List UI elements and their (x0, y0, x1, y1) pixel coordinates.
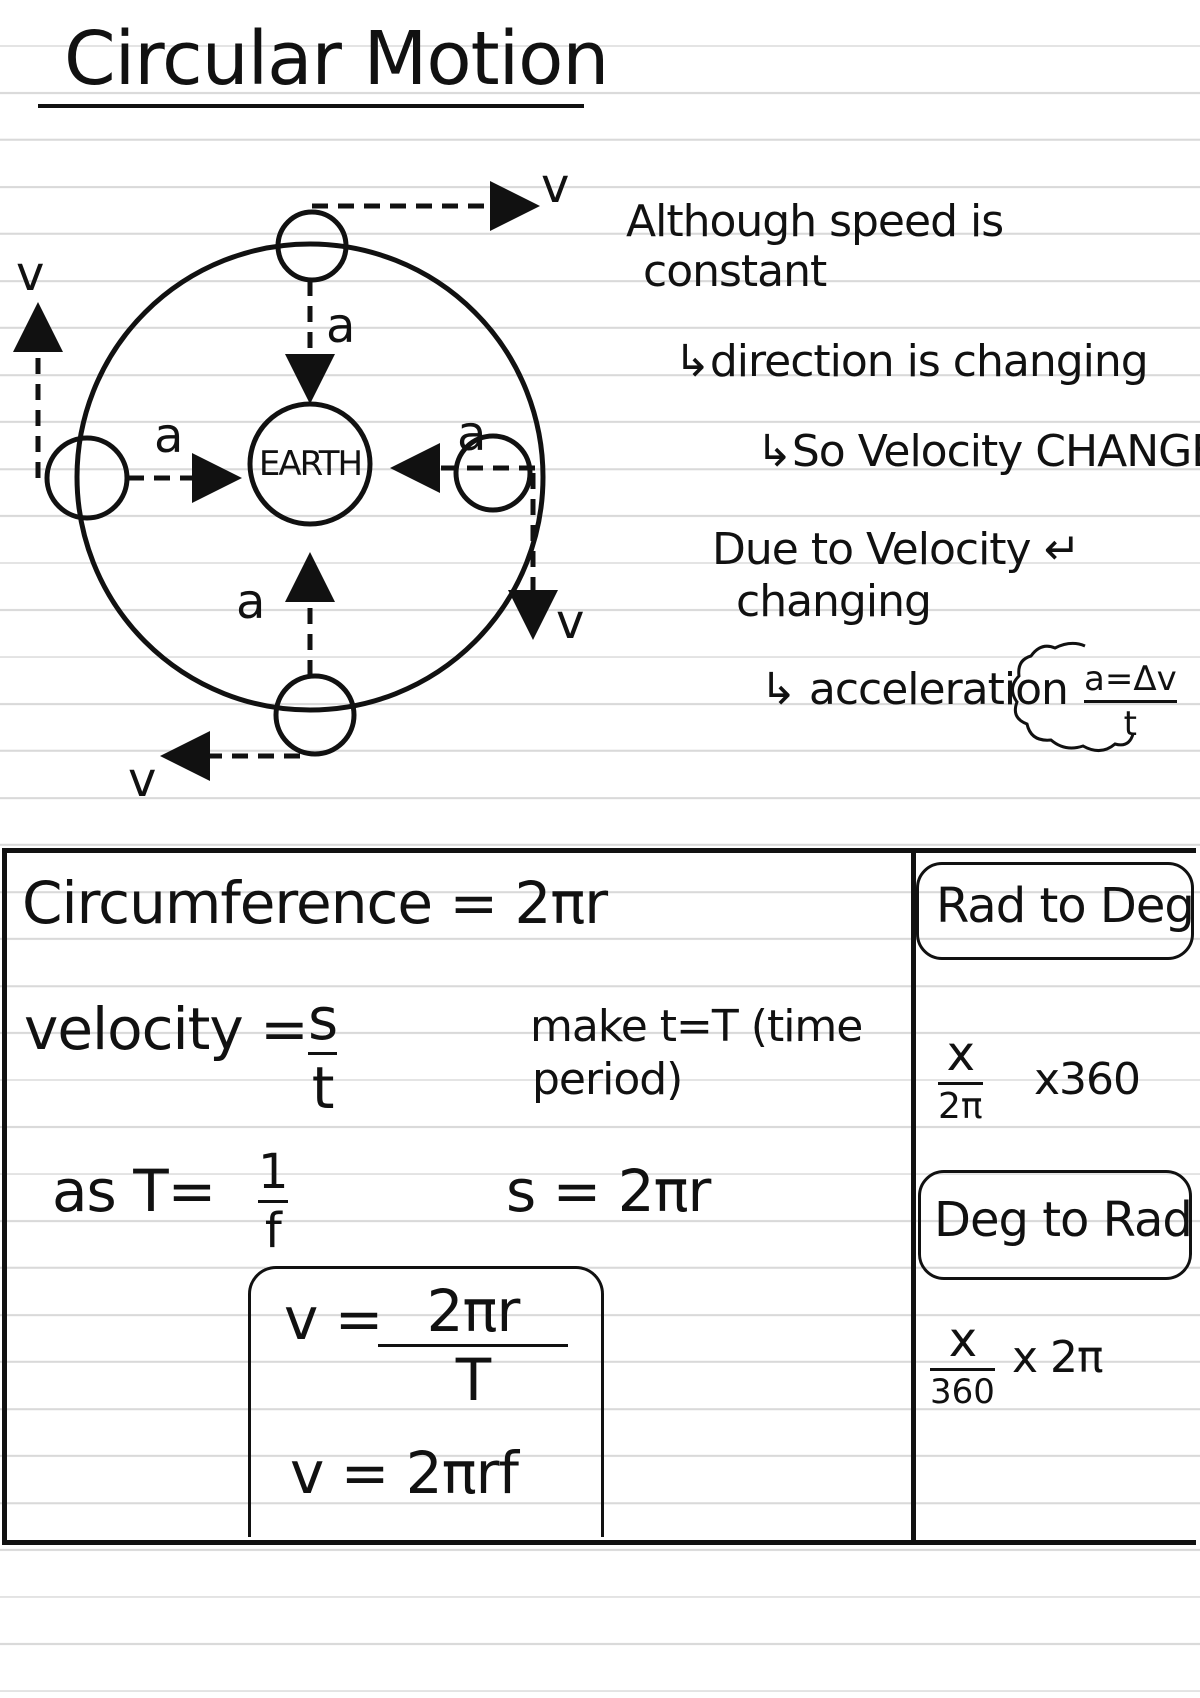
velocity-label-bottom: v (128, 752, 156, 808)
period-note: make t=T (time (530, 1001, 863, 1052)
page-title: Circular Motion (64, 16, 609, 102)
earth-circle (247, 401, 373, 527)
velocity-formula-prefix: velocity = (24, 995, 309, 1063)
accel-label-right: a (457, 406, 486, 462)
deg-to-rad-cloud (918, 1170, 1192, 1280)
velocity-den: t (311, 1054, 335, 1122)
v-eq-2pirf: v = 2πrf (290, 1439, 519, 1507)
as-T-prefix: as T= (52, 1157, 216, 1225)
fraction-bar (308, 1052, 338, 1055)
title-underline (38, 104, 584, 108)
note-due-to-velocity: Due to Velocity ↵ (712, 524, 1080, 575)
deg-to-rad-fraction: x 360 (930, 1316, 995, 1409)
note-speed-constant: Although speed is (626, 196, 1004, 247)
velocity-label-top: v (541, 158, 569, 214)
rad-to-deg-fraction: x 2π (938, 1030, 983, 1125)
note-acceleration: ↳ acceleration (760, 664, 1069, 715)
velocity-label-right: v (556, 594, 584, 650)
rad-to-deg-cloud (916, 862, 1194, 960)
accel-label-left: a (154, 408, 183, 464)
fraction-bar (930, 1368, 995, 1371)
T-fraction: 1 f (258, 1144, 289, 1259)
velocity-fraction: s t (308, 985, 338, 1122)
v-num: 2πr (426, 1277, 521, 1345)
period-note-cont: period) (532, 1054, 683, 1105)
fraction-bar (1084, 700, 1177, 703)
note-changing: changing (736, 576, 932, 627)
deg-to-rad-title: Deg to Rad (934, 1192, 1193, 1248)
earth-label: EARTH (258, 444, 363, 484)
accel-label-top: a (326, 298, 355, 354)
note-velocity-changes: ↳So Velocity CHANGES (756, 426, 1200, 477)
T-den: f (264, 1203, 282, 1259)
rad-multiplier: x360 (1034, 1054, 1141, 1105)
rad-to-deg-title: Rad to Deg (936, 878, 1195, 934)
accel-formula-den: t (1123, 704, 1138, 744)
satellite-bottom (273, 673, 357, 757)
v-den: T (455, 1346, 491, 1414)
accel-label-bottom: a (236, 574, 265, 630)
circumference-formula: Circumference = 2πr (22, 869, 608, 937)
deg-den: 360 (930, 1372, 995, 1412)
fraction-bar (938, 1082, 983, 1085)
satellite-right (453, 433, 533, 513)
deg-num: x (948, 1312, 977, 1368)
s-equals-2pir: s = 2πr (506, 1157, 711, 1225)
note-constant: constant (643, 246, 827, 297)
accel-formula-cloud (1011, 641, 1135, 752)
v-eq-prefix: v = (284, 1285, 383, 1353)
satellite-left (44, 435, 130, 521)
v-fraction: 2πr T (378, 1282, 568, 1409)
rad-num: x (946, 1026, 975, 1082)
fraction-bar (378, 1344, 568, 1347)
formula-box (2, 848, 916, 1545)
fraction-bar (258, 1200, 288, 1203)
orbit-circle (74, 241, 546, 713)
accel-formula-num: a=Δv (1084, 659, 1177, 699)
velocity-label-left: v (16, 246, 44, 302)
conversions-box (906, 848, 1196, 1545)
note-direction-changing: ↳direction is changing (674, 336, 1149, 387)
deg-multiplier: x 2π (1012, 1332, 1104, 1383)
rad-den: 2π (938, 1086, 983, 1127)
accel-formula: a=Δv t (1084, 662, 1177, 741)
T-num: 1 (258, 1144, 289, 1200)
result-cloud (248, 1266, 604, 1537)
velocity-num: s (308, 985, 338, 1053)
